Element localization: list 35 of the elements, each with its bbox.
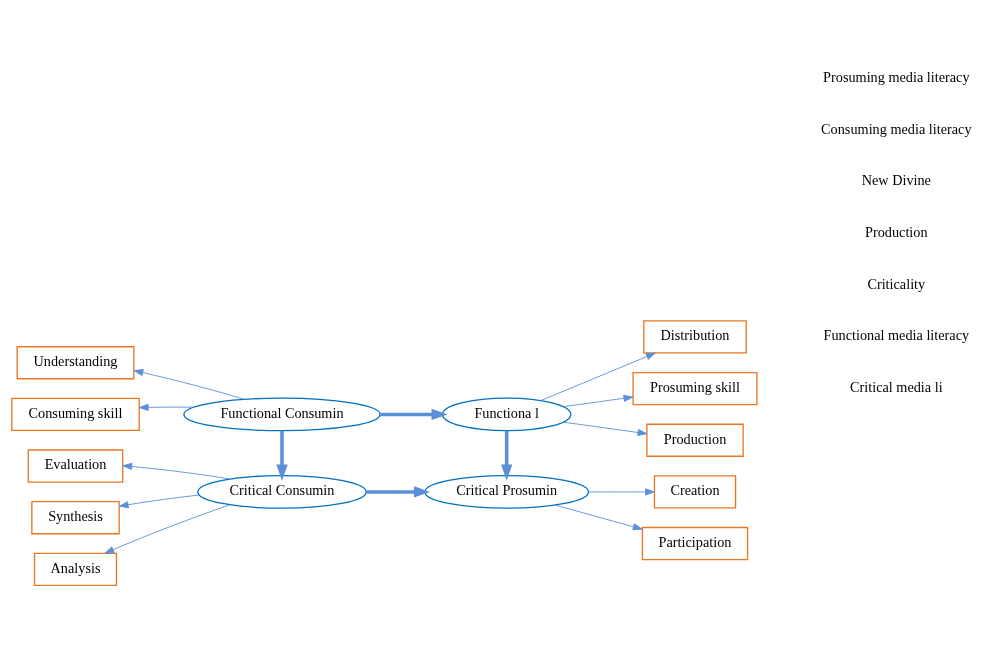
arrow [133, 368, 245, 400]
arrow [122, 462, 231, 479]
arrow [588, 487, 655, 495]
node-ellipse: Functional Consumin [183, 396, 381, 431]
arrow [562, 394, 634, 407]
arrow [118, 494, 200, 508]
arrow [540, 352, 656, 401]
arrow [554, 504, 643, 530]
node-box: Analysis [33, 552, 118, 586]
node-box: Creation [653, 474, 737, 509]
arrow [380, 408, 448, 420]
node-ellipse: Critical Consumin [197, 474, 367, 509]
node-box: Evaluation [27, 448, 124, 483]
label: Functional media literacy [823, 326, 970, 343]
node-box: Consuming skill [11, 397, 140, 431]
label: New Divine [861, 171, 931, 188]
node-box: Distribution [643, 319, 747, 354]
node-ellipse: Functiona l [441, 396, 572, 431]
label: Prosuming media literacy [823, 68, 970, 85]
node-ellipse: Critical Prosumin [424, 474, 590, 509]
node-box: Participation [641, 526, 749, 560]
arrow [104, 503, 231, 554]
label: Criticality [867, 275, 926, 292]
label: Critical media li [850, 378, 943, 395]
node-box: Synthesis [31, 500, 120, 534]
node-box: Production [646, 423, 744, 457]
label: Consuming media literacy [821, 120, 972, 137]
arrow [562, 421, 648, 436]
arrow [366, 485, 431, 498]
node-box: Prosuming skill [632, 371, 758, 405]
arrow [501, 430, 513, 481]
label: Production [865, 223, 928, 240]
arrow [276, 430, 288, 481]
node-box: Understanding [16, 345, 135, 379]
arrow [138, 403, 195, 411]
